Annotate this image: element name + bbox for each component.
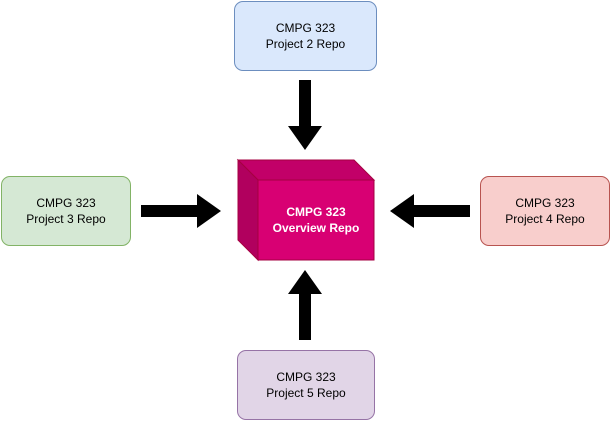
node-subtitle: Project 2 Repo <box>265 37 346 51</box>
project-5-repo-node[interactable]: CMPG 323 Project 5 Repo <box>237 350 375 420</box>
arrow-right-icon <box>141 194 221 228</box>
node-subtitle: Project 3 Repo <box>26 212 106 226</box>
arrow-down-icon <box>288 80 322 150</box>
overview-repo-cube[interactable] <box>236 158 376 262</box>
cube-top-face <box>236 159 376 181</box>
cube-front-face <box>257 179 375 261</box>
node-title: CMPG 323 <box>36 196 96 210</box>
project-2-repo-node[interactable]: CMPG 323 Project 2 Repo <box>234 1 377 71</box>
project-3-repo-node[interactable]: CMPG 323 Project 3 Repo <box>1 176 131 246</box>
center-title: CMPG 323 <box>286 205 346 219</box>
project-4-repo-node[interactable]: CMPG 323 Project 4 Repo <box>480 176 610 246</box>
node-title: CMPG 323 <box>275 21 336 35</box>
node-subtitle: Project 4 Repo <box>505 212 585 226</box>
node-subtitle: Project 5 Repo <box>266 386 346 400</box>
center-subtitle: Overview Repo <box>272 221 360 235</box>
node-title: CMPG 323 <box>276 370 336 384</box>
node-title: CMPG 323 <box>515 196 575 210</box>
arrow-left-icon <box>390 194 470 228</box>
overview-repo-label: CMPG 323 Overview Repo <box>258 180 374 260</box>
arrow-up-icon <box>288 270 322 340</box>
